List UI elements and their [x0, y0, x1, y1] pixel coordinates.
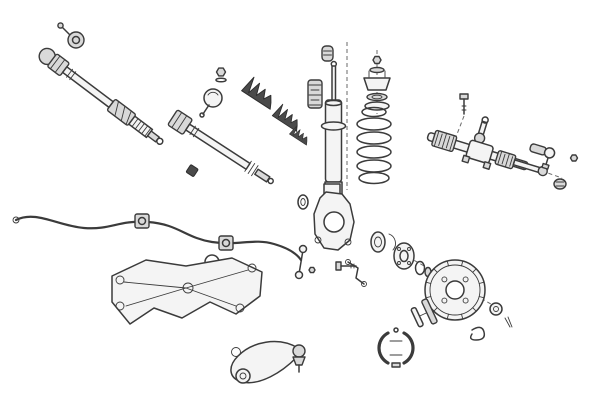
stabilizer-bar — [14, 215, 303, 262]
dust-boot — [307, 79, 323, 109]
coil-spring — [356, 106, 392, 185]
steering-knuckle — [313, 183, 355, 251]
flange-bolt — [57, 22, 85, 49]
tie-rod-end — [529, 143, 556, 170]
spring-seat — [364, 101, 390, 111]
tie-rod-nut — [569, 154, 579, 162]
rack-bolt — [459, 93, 469, 115]
stabilizer-bushing-left — [134, 213, 150, 229]
steering-rack — [426, 116, 548, 177]
wheel-bearing — [370, 231, 386, 253]
retaining-ring — [297, 194, 309, 210]
stabilizer-link — [294, 244, 308, 280]
subframe — [111, 257, 263, 325]
brake-shoes — [377, 327, 415, 368]
cv-boot-outer — [241, 75, 281, 110]
stabilizer-bar-eye — [12, 216, 20, 224]
drive-shaft — [38, 47, 164, 146]
cotter-pin — [504, 316, 513, 328]
strut-bearing — [366, 92, 388, 102]
ball-joint — [199, 88, 223, 118]
lock-nut — [215, 67, 227, 83]
control-arm — [230, 340, 306, 384]
snap-ring — [388, 233, 396, 251]
bump-stop — [321, 45, 334, 62]
brake-drum — [424, 259, 486, 321]
mount-nut — [372, 55, 382, 65]
wheel-hub — [393, 242, 415, 270]
stabilizer-bushing-right — [218, 235, 234, 251]
link-rod — [345, 259, 367, 287]
mount-washer — [369, 66, 385, 74]
cv-boot-mid — [271, 102, 306, 132]
intermediate-shaft — [167, 109, 274, 185]
shock-absorber — [320, 60, 347, 195]
strut-mount — [363, 70, 391, 91]
shaft-bushing — [185, 164, 199, 177]
link-nut — [308, 266, 316, 274]
fastening-bolt — [335, 261, 357, 271]
tie-rod-boot — [553, 178, 567, 190]
retaining-clip — [469, 326, 486, 341]
grease-cap — [489, 302, 503, 316]
wheel-cylinder — [410, 298, 438, 328]
